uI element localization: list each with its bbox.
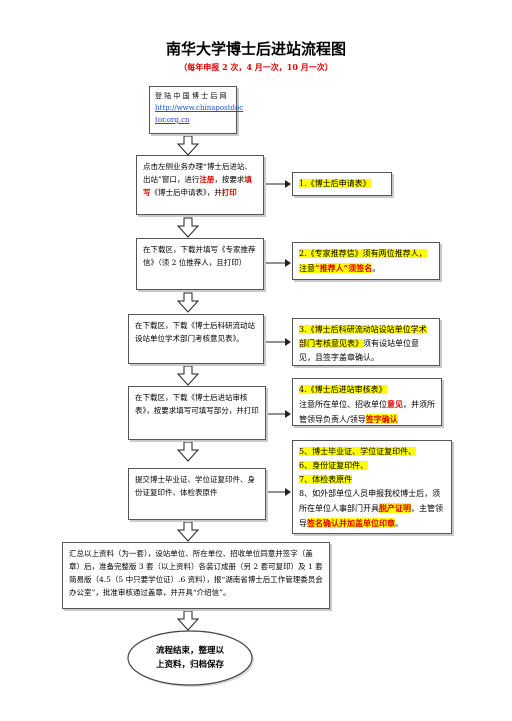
note-application-text: 1.《博士后申请表》 (299, 179, 371, 188)
note-doc-line-4c: 。 (395, 519, 403, 528)
print-highlight: 打印 (221, 188, 237, 197)
note-application-form: 1.《博士后申请表》 (292, 172, 392, 196)
note-release-proof-highlight: 脱产证明 (379, 503, 411, 513)
step-review-text: 在下载区，下载《博士后进站审核表》，按要求填写可填写部分，并打印 (135, 393, 259, 415)
chinapostdoc-link-cont[interactable]: tor.org.cn (155, 116, 190, 124)
step-documents-text: 提交博士毕业证、学位证复印件、身份证复印件、体检表原件 (135, 475, 255, 497)
step-register-text-3: 《博士后申请表》，并 (150, 188, 222, 197)
note-opinion-highlight: 意见 (387, 399, 403, 409)
note-recommender-highlight: “推荐人” (315, 263, 349, 273)
down-arrow-2 (176, 217, 200, 238)
step-assessment-text: 在下载区，下载《博士后科研流动站设站单位学术部门考核意见表》。 (135, 321, 255, 343)
chinapostdoc-link[interactable]: http://www.chinapostdoc (155, 104, 244, 112)
down-arrow-4 (176, 365, 200, 386)
step-review-box: 在下载区，下载《博士后进站审核表》，按要求填写可填写部分，并打印 (128, 386, 266, 440)
step-submit-text: 汇总以上资料（为一套），设站单位、所在单位、招收单位同意并签字（盖章）后，准备完… (69, 549, 323, 597)
fill-highlight: 填写 (143, 175, 252, 197)
note-review: 4.《博士后进站审核表》 注意所在单位、招收单位意见，并须所管领导负责人/领导签… (292, 378, 442, 426)
note-doc-line-4b: ，主管领导 (299, 504, 443, 528)
down-arrow-6 (176, 521, 200, 542)
step-end-text: 流程结束，整理以 上资料，归档保存 (140, 644, 240, 674)
end-ellipse (127, 630, 254, 687)
step-login-text: 登 陆 中 国 博 士 后 网 (155, 92, 227, 100)
note-sign-highlight: 须签名 (348, 263, 373, 273)
step-assessment-box: 在下载区，下载《博士后科研流动站设站单位学术部门考核意见表》。 (128, 314, 264, 364)
step-recommendation-text: 在下载区，下载并填写《专家推荐信》（须 2 位推荐人，且打印） (143, 245, 256, 267)
down-arrow-7 (176, 610, 200, 631)
note-assessment-text: 须有设站单位意见，且签字盖章确认。 (299, 339, 419, 362)
end-line-2: 上资料，归档保存 (155, 660, 224, 670)
page-subtitle: （每年申报 2 次，4 月一次，10 月一次） (179, 62, 333, 72)
right-arrow-5 (266, 488, 291, 496)
right-arrow-2 (266, 259, 291, 267)
step-register-text: 点击左侧业务办理“博士后进站、出站”窗口，进行 (143, 162, 252, 184)
down-arrow-3 (176, 292, 200, 313)
step-submit-box: 汇总以上资料（为一套），设站单位、所在单位、招收单位同意并签字（盖章）后，准备完… (62, 542, 330, 609)
step-register-text-2: ，按要求 (214, 175, 245, 184)
note-recommendation-end: 。 (372, 264, 381, 273)
register-highlight: 注册 (199, 175, 215, 184)
note-doc-line-1: 5、博士毕业证、学位证复印件、 (299, 447, 417, 456)
right-arrow-1 (266, 180, 291, 188)
note-confirm-highlight: 签字确认 (365, 414, 398, 424)
down-arrow-1 (176, 135, 200, 156)
page-title: 南华大学博士后进站流程图 (165, 40, 346, 58)
note-doc-line-3: 7、体检表原件 (299, 475, 353, 484)
step-recommendation-box: 在下载区，下载并填写《专家推荐信》（须 2 位推荐人，且打印） (136, 238, 264, 290)
note-seal-highlight: 签名确认并加盖单位印章 (307, 518, 395, 528)
note-recommendation: 2.《专家推荐信》须有两位推荐人，注意“推荐人”须签名。 (292, 242, 440, 280)
step-register-box: 点击左侧业务办理“博士后进站、出站”窗口，进行注册，按要求填写《博士后申请表》，… (136, 155, 264, 215)
note-review-text: 注意所在单位、招收单位 (299, 400, 387, 409)
note-review-title: 4.《博士后进站审核表》 (299, 385, 387, 394)
note-documents: 5、博士毕业证、学位证复印件、 6、身份证复印件、 7、体检表原件 8、如外部单… (292, 440, 452, 534)
note-doc-line-4: 8、如外部单位人员申报我校博士后，须所在单位人事部门开具 (299, 489, 441, 513)
down-arrow-5 (176, 441, 200, 462)
right-arrow-4 (266, 410, 291, 418)
right-arrow-3 (266, 338, 291, 346)
note-review-text-2: ，并须所管领导负责人/领导 (299, 400, 435, 424)
note-assessment: 3.《博士后科研流动站设站单位学术部门考核意见表》须有设站单位意见，且签字盖章确… (292, 318, 440, 366)
step-login-box: 登 陆 中 国 博 士 后 网 http://www.chinapostdoc … (149, 86, 244, 134)
end-line-1: 流程结束，整理以 (155, 646, 224, 656)
note-doc-line-2: 6、身份证复印件、 (299, 461, 369, 470)
step-documents-box: 提交博士毕业证、学位证复印件、身份证复印件、体检表原件 (128, 468, 266, 520)
